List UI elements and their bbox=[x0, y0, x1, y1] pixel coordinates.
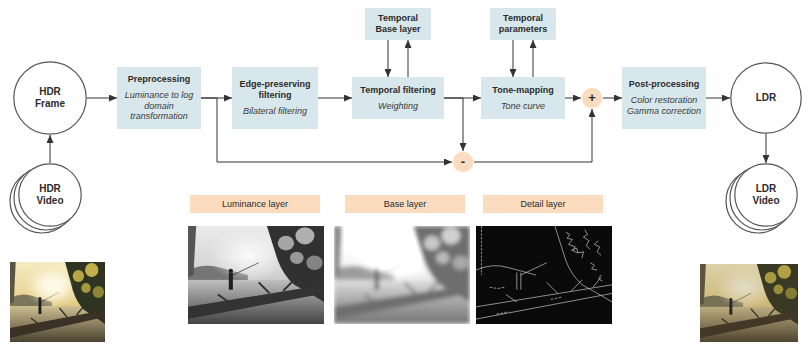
state-box: Temporal Base layer bbox=[365, 8, 431, 40]
state-box: Temporal parameters bbox=[490, 8, 556, 40]
box-subtitle: Luminance to log domain transformation bbox=[121, 90, 197, 122]
circle-shape bbox=[19, 164, 81, 226]
layer-tag: Base layer bbox=[345, 195, 465, 213]
flow-arrow bbox=[318, 98, 352, 99]
flow-arrow bbox=[87, 98, 117, 99]
flow-arrow bbox=[533, 40, 534, 77]
circle-label: HDR Video bbox=[28, 183, 72, 207]
process-box: Temporal filteringWeighting bbox=[352, 77, 444, 119]
process-box: Post-processingColor restoration Gamma c… bbox=[622, 67, 706, 129]
circle-shape bbox=[735, 164, 797, 226]
flow-arrow bbox=[408, 40, 409, 77]
circle-label: + bbox=[588, 90, 596, 106]
circle-label: LDR bbox=[756, 92, 777, 104]
flow-arrow bbox=[603, 98, 622, 99]
layer-label: Detail layer bbox=[487, 199, 599, 210]
box-subtitle: Weighting bbox=[356, 101, 440, 112]
output-video-circle: LDR Video bbox=[734, 163, 798, 227]
luminance-image bbox=[188, 226, 324, 324]
circle-label: - bbox=[461, 154, 465, 170]
layer-label: Base layer bbox=[349, 199, 461, 210]
flow-arrow bbox=[50, 135, 51, 163]
layer-tag: Detail layer bbox=[483, 195, 603, 213]
flow-arrow bbox=[513, 40, 514, 77]
base-image bbox=[334, 226, 470, 324]
output-frame-circle: LDR bbox=[730, 62, 802, 134]
box-title: Preprocessing bbox=[121, 74, 197, 85]
flow-arrow bbox=[388, 40, 389, 77]
process-box: Edge-preserving filteringBilateral filte… bbox=[232, 67, 318, 129]
circle-shape bbox=[731, 63, 801, 133]
input-video-circle: HDR Video bbox=[18, 163, 82, 227]
box-title: Temporal filtering bbox=[356, 85, 440, 96]
box-subtitle: Bilateral filtering bbox=[236, 106, 314, 117]
layer-tag: Luminance layer bbox=[190, 195, 320, 213]
flow-arrow bbox=[706, 98, 730, 99]
flow-arrow bbox=[565, 98, 581, 99]
input-frame-circle: HDR Frame bbox=[13, 61, 87, 135]
circle-shape bbox=[453, 152, 473, 172]
circle-label: LDR Video bbox=[744, 183, 788, 207]
hdr-thumbnail bbox=[10, 262, 105, 342]
box-title: Tone-mapping bbox=[485, 85, 561, 96]
circle-shape bbox=[14, 62, 86, 134]
ldr-thumbnail bbox=[700, 264, 798, 342]
operator-circle: + bbox=[581, 87, 603, 109]
box-subtitle: Color restoration Gamma correction bbox=[626, 95, 702, 117]
circle-label: HDR Frame bbox=[27, 86, 73, 110]
box-title: Temporal parameters bbox=[494, 13, 552, 35]
flow-arrow bbox=[766, 134, 767, 163]
box-title: Post-processing bbox=[626, 79, 702, 90]
box-subtitle: Tone curve bbox=[485, 101, 561, 112]
box-title: Edge-preserving filtering bbox=[236, 79, 314, 101]
flow-arrow bbox=[444, 98, 463, 151]
box-title: Temporal Base layer bbox=[369, 13, 427, 35]
process-box: Tone-mappingTone curve bbox=[481, 77, 565, 119]
process-box: PreprocessingLuminance to log domain tra… bbox=[117, 67, 201, 129]
detail-image bbox=[476, 226, 612, 324]
circle-shape bbox=[582, 88, 602, 108]
operator-circle: - bbox=[452, 151, 474, 173]
layer-label: Luminance layer bbox=[194, 199, 316, 210]
